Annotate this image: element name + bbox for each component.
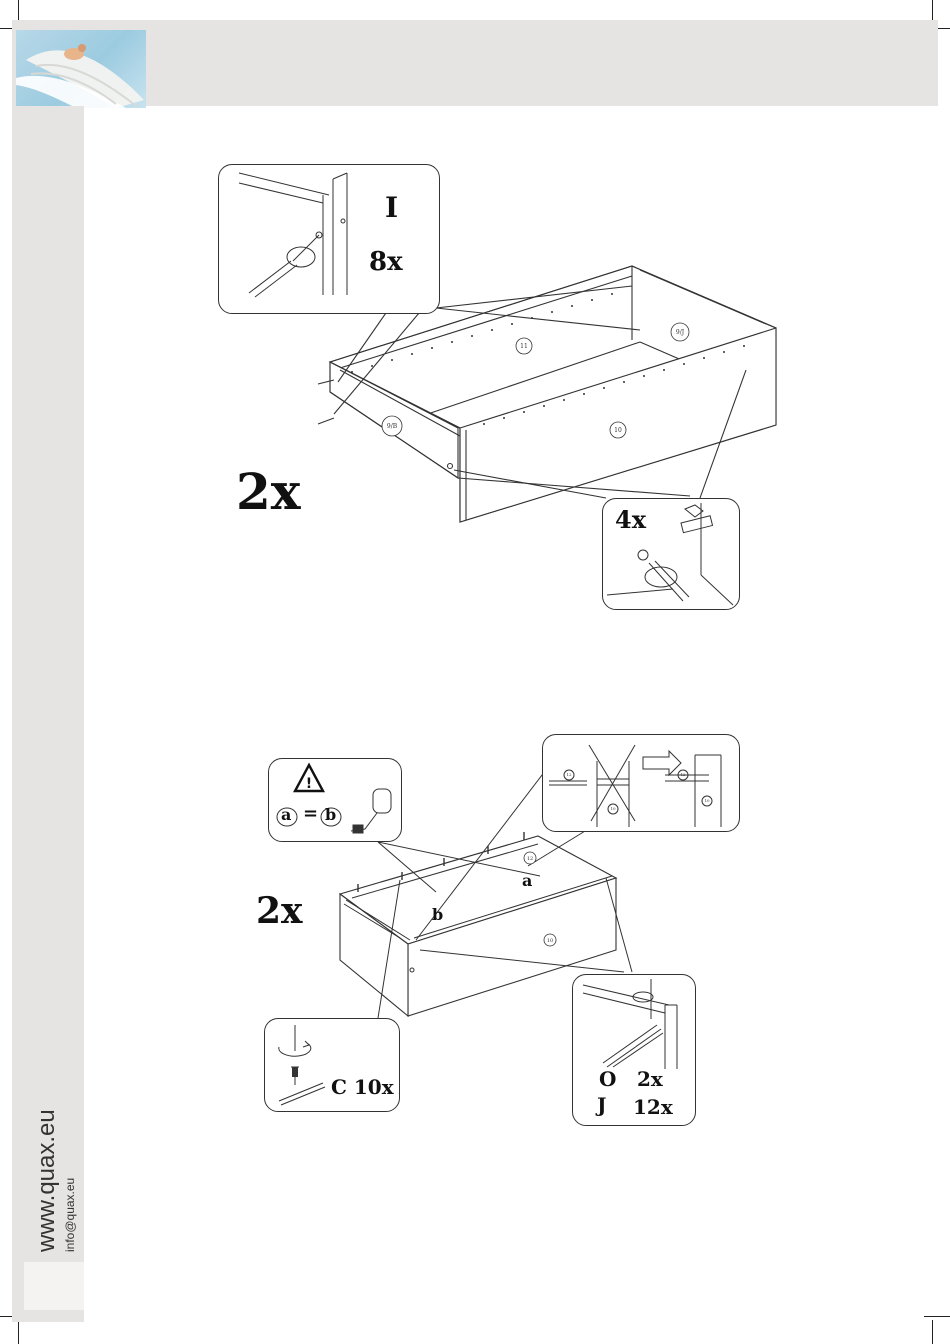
step2-callout-runner: O 2x J 12x [572, 974, 696, 1126]
part-label: 12 [680, 772, 686, 777]
runner-row1-letter: O [599, 1067, 616, 1091]
part-label: 10 [704, 798, 710, 803]
part-label: 12 [527, 856, 533, 862]
part-label: 10 [610, 806, 616, 811]
step2-callout-alignment: 12 10 12 10 [542, 734, 740, 832]
step2-multiplier: 2x [256, 890, 303, 932]
runner-row1-qty: 2x [637, 1067, 663, 1091]
step2-callout-screw: C 10x [264, 1018, 400, 1112]
runner-row2-qty: 12x [633, 1095, 673, 1119]
part-label: 10 [547, 938, 553, 944]
diagonal-label-a: a [522, 871, 532, 890]
step2-callout-measure: ! a = b [268, 758, 402, 842]
measure-b: b [325, 805, 336, 824]
screw-label: C 10x [331, 1075, 394, 1099]
measure-eq: = [303, 803, 318, 824]
runner-row2-letter: J [597, 1093, 606, 1117]
measure-a: a [281, 805, 291, 824]
part-label: 12 [566, 772, 572, 777]
svg-text:!: ! [306, 776, 312, 792]
diagonal-label-b: b [432, 905, 443, 924]
